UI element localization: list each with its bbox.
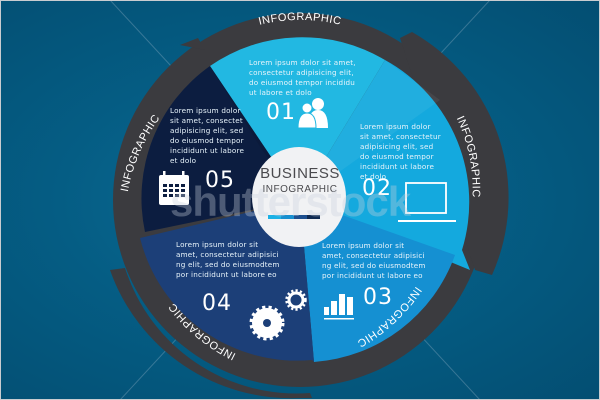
segment-02-text: Lorem ipsum dolor sit amet, consectetur … — [360, 122, 441, 181]
segment-01-text: Lorem ipsum dolor sit amet, consectetur … — [249, 58, 356, 97]
segment-03-number: 03 — [363, 285, 393, 310]
segment-01[interactable] — [210, 37, 385, 200]
segment-02-number: 02 — [362, 176, 392, 201]
watermark: shutterstock — [170, 178, 411, 225]
segment-04-number: 04 — [202, 291, 232, 316]
center-subtitle: INFOGRAPHIC — [262, 184, 338, 195]
ring-label-top: INFOGRAPHIC — [257, 11, 342, 28]
gears-icon — [249, 289, 307, 341]
segment-03-text: Lorem ipsum dolor sit amet, consectetur … — [322, 241, 426, 280]
center-circle — [252, 147, 346, 247]
segment-04-text: Lorem ipsum dolor sit amet, consectetur … — [176, 240, 280, 279]
calendar-icon — [159, 171, 189, 205]
center-title: BUSINESS — [260, 165, 340, 182]
laptop-icon — [398, 182, 456, 222]
users-icon — [297, 98, 328, 129]
segment-01-number: 01 — [266, 100, 296, 125]
segment-05-number: 05 — [205, 168, 235, 193]
bar-chart-icon — [324, 294, 354, 320]
center-color-bar — [268, 215, 320, 219]
segment-03[interactable] — [300, 200, 455, 362]
segment-05-text: Lorem ipsum dolor sit amet, consectet ad… — [170, 106, 245, 165]
